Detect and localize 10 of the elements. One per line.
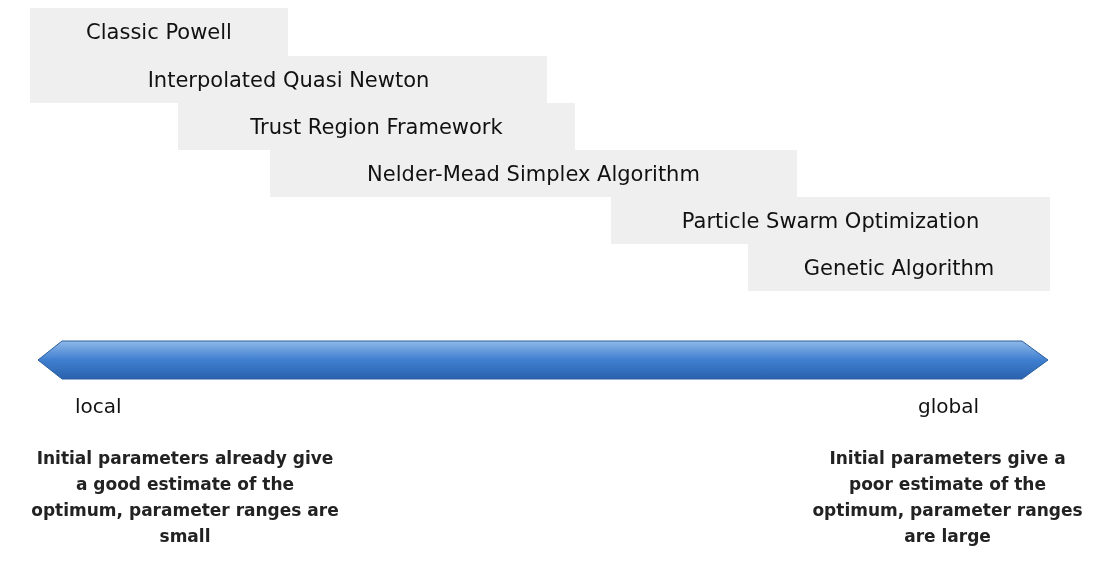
description-text: Initial parameters already give a good estimate of the optimum, parameter ranges are small bbox=[30, 447, 340, 548]
scale-end-label: global bbox=[918, 394, 979, 418]
method-bar: Particle Swarm Optimization bbox=[611, 197, 1050, 244]
description-text: Initial parameters give a poor estimate of the optimum, parameter ranges are large bbox=[811, 447, 1084, 548]
method-bar: Interpolated Quasi Newton bbox=[30, 56, 547, 103]
method-bar: Trust Region Framework bbox=[178, 103, 575, 150]
method-bar: Nelder-Mead Simplex Algorithm bbox=[270, 150, 797, 197]
method-bar: Classic Powell bbox=[30, 8, 288, 56]
method-bar: Genetic Algorithm bbox=[748, 244, 1050, 291]
scale-end-label: local bbox=[75, 394, 122, 418]
